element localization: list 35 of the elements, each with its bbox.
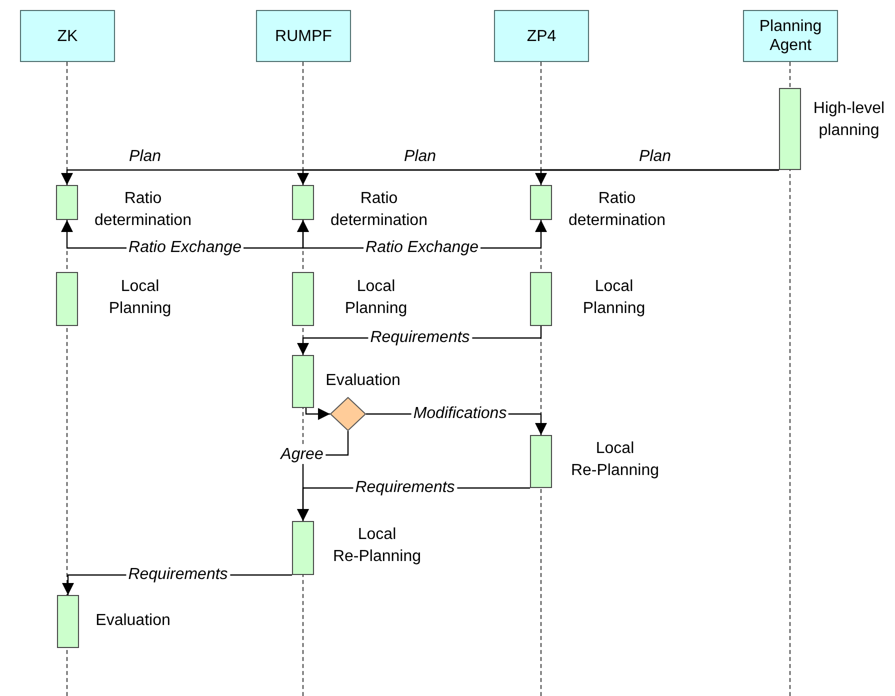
activity-label: Ratio determination — [330, 189, 428, 231]
activation-bar — [530, 185, 552, 220]
activation-bar — [779, 88, 801, 170]
edge-label: Ratio Exchange — [126, 239, 244, 257]
activation-bar — [530, 435, 552, 488]
activation-bar — [56, 272, 78, 326]
activity-label: Local Re-Planning — [570, 439, 660, 481]
lifeline-head: RUMPF — [256, 10, 351, 62]
activity-label: Evaluation — [324, 371, 402, 391]
edge-label: Agree — [278, 446, 326, 464]
message-arrow — [305, 408, 330, 420]
lifeline-head: ZP4 — [494, 10, 589, 62]
edge-label: Requirements — [368, 329, 472, 347]
activity-label: High-level planning — [812, 99, 886, 141]
activity-label: Ratio determination — [94, 189, 192, 231]
lifeline-head: ZK — [20, 10, 115, 62]
activation-bar — [292, 272, 314, 326]
activity-label: Local Planning — [344, 277, 408, 319]
edge-label: Requirements — [353, 479, 457, 497]
activity-label: Local Planning — [108, 277, 172, 319]
edge-label: Ratio Exchange — [364, 239, 480, 257]
edge-label: Requirements — [126, 566, 230, 584]
activation-bar — [56, 185, 78, 220]
decision-diamond — [330, 397, 366, 431]
activity-label: Local Planning — [582, 277, 646, 319]
activation-bar — [292, 185, 314, 220]
activation-bar — [292, 355, 314, 408]
lifeline-head: Planning Agent — [743, 10, 838, 62]
activity-label: Ratio determination — [568, 189, 666, 231]
activation-bar — [57, 595, 79, 648]
activation-bar — [292, 521, 314, 575]
activity-label: Evaluation — [94, 611, 172, 631]
activation-bar — [530, 272, 552, 326]
activity-label: Local Re-Planning — [332, 525, 422, 567]
message-arrow — [535, 169, 780, 185]
